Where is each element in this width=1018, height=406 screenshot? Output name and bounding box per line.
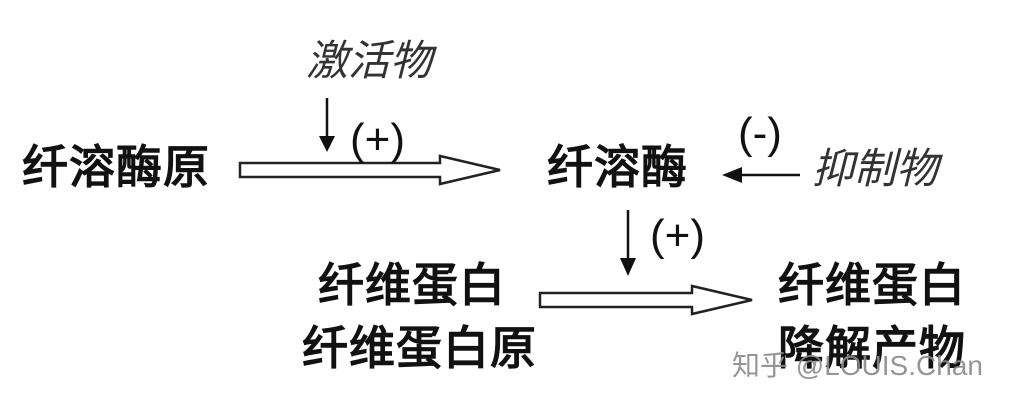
inhibition-sign: (-) [738,109,782,158]
degradation-arrow [538,284,753,316]
conversion-arrow-plasminogen-to-plasmin [238,154,501,186]
degradation-sign: (+) [650,211,705,260]
plasminogen-label: 纤溶酶原 [22,140,210,194]
activation-sign: (+) [350,115,405,164]
plasmin-action-arrow [620,210,636,276]
activator-label: 激活物 [306,36,433,85]
activator-arrow [319,98,335,152]
inhibitor-arrow [722,167,800,183]
fibrinogen-label: 纤维蛋白原 [302,321,537,375]
degradation-products-line2: 降解产物 [778,321,966,375]
degradation-products-line1: 纤维蛋白 [778,258,966,312]
inhibitor-label: 抑制物 [812,144,939,193]
fibrin-label: 纤维蛋白 [318,258,506,312]
plasmin-label: 纤溶酶 [547,140,688,194]
watermark: 知乎 @LOUIS.Chan [732,350,983,381]
